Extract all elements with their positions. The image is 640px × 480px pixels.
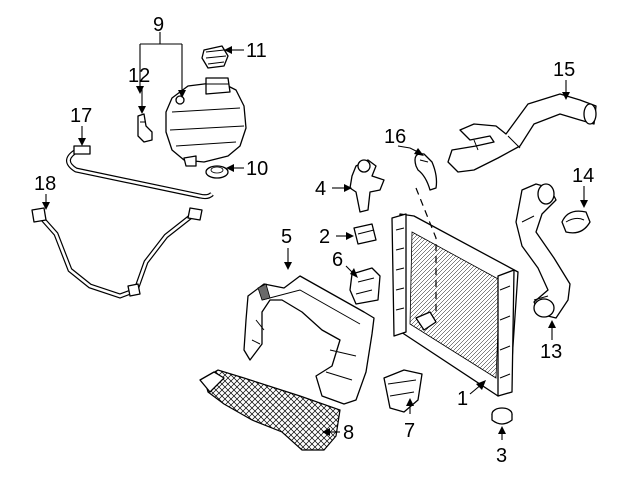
part-17-hose xyxy=(66,145,214,200)
part-10-grommet xyxy=(205,165,229,179)
part-14-clamp xyxy=(561,210,591,234)
part-1-radiator xyxy=(391,213,519,397)
callout-5: 5 xyxy=(281,226,292,248)
part-18-hose xyxy=(31,207,203,299)
part-2-bracket xyxy=(353,223,377,245)
leader-lines xyxy=(42,32,588,440)
part-11-cap xyxy=(201,45,229,69)
callout-7: 7 xyxy=(404,420,415,442)
callout-6: 6 xyxy=(332,249,343,271)
callout-12: 12 xyxy=(128,65,150,87)
callout-17: 17 xyxy=(70,105,92,127)
callout-14: 14 xyxy=(572,165,594,187)
callout-2: 2 xyxy=(319,226,330,248)
callout-10: 10 xyxy=(246,158,268,180)
part-4-mount xyxy=(349,159,385,213)
callout-13: 13 xyxy=(540,341,562,363)
part-15-upper-hose xyxy=(447,93,597,173)
callout-numbers: 1 2 3 4 5 6 7 8 9 10 11 12 13 14 15 16 1… xyxy=(34,14,594,467)
assembly-dashed-line xyxy=(415,187,437,316)
callout-8: 8 xyxy=(343,422,354,444)
callout-9: 9 xyxy=(153,14,164,36)
callout-16: 16 xyxy=(384,126,406,148)
part-7-duct xyxy=(383,369,423,413)
part-12-level-sensor xyxy=(137,113,153,143)
part-8-grille xyxy=(199,369,341,451)
callout-15: 15 xyxy=(553,59,575,81)
part-13-lower-hose xyxy=(515,183,571,319)
part-5-support-frame xyxy=(243,275,375,405)
part-16-clamp xyxy=(414,153,438,191)
callout-11: 11 xyxy=(246,40,267,62)
callout-4: 4 xyxy=(315,178,326,200)
callout-3: 3 xyxy=(496,445,507,467)
part-3-plug xyxy=(491,407,513,425)
callout-18: 18 xyxy=(34,173,56,195)
callout-1: 1 xyxy=(457,388,468,410)
part-9-expansion-tank xyxy=(165,77,247,167)
